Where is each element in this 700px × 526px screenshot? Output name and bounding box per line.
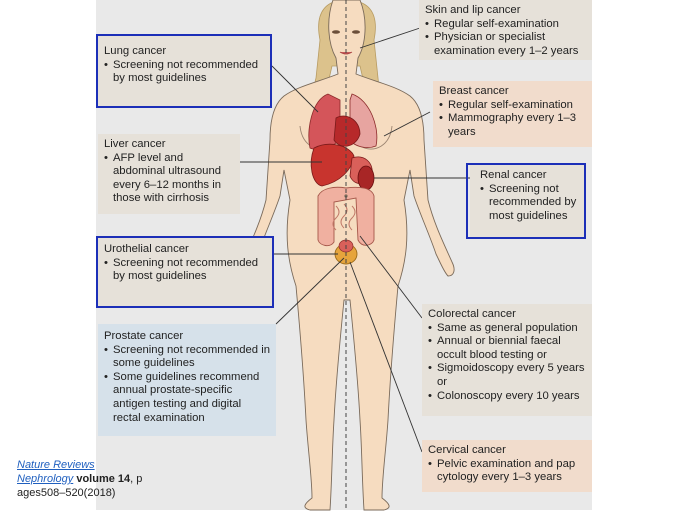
colorectal-item-4: Colonoscopy every 10 years [428, 390, 586, 404]
urothelial-cancer-title: Urothelial cancer [104, 243, 189, 255]
citation-pages-prefix: , p [130, 473, 143, 485]
colorectal-cancer-box: Colorectal cancer Same as general popula… [422, 304, 592, 416]
heart [333, 115, 361, 147]
prostate-connector [275, 257, 345, 325]
urothelial-item-1: Screening not recommended by most guidel… [104, 257, 266, 284]
breast-item-1: Regular self-examination [439, 99, 586, 113]
small-intestine [332, 203, 356, 231]
liver-cancer-box: Liver cancer AFP level and abdominal ult… [98, 134, 240, 214]
renal-cancer-box: Renal cancer Screening not recommended b… [470, 165, 586, 237]
renal-cancer-title: Renal cancer [480, 169, 547, 181]
colorectal-connector [359, 235, 423, 319]
citation-pages: ages508–520(2018) [17, 487, 116, 499]
breast-cancer-box: Breast cancer Regular self-examination M… [433, 81, 592, 147]
colorectal-item-1: Same as general population [428, 322, 586, 336]
colorectal-item-2: Annual or biennial faecal occult blood t… [428, 335, 586, 362]
journal-link-line2[interactable]: Nephrology [17, 473, 74, 485]
cervical-cancer-title: Cervical cancer [428, 444, 506, 456]
breast-cancer-title: Breast cancer [439, 85, 509, 97]
citation: Nature Reviews Nephrology volume 14, p a… [17, 458, 177, 500]
prostate-cancer-box: Prostate cancer Screening not recommende… [98, 324, 276, 436]
colon [317, 186, 375, 247]
renal-highlight-border [466, 163, 586, 239]
urothelial-cancer-box: Urothelial cancer Screening not recommen… [98, 238, 272, 306]
kidney [357, 165, 375, 191]
lung-cancer-box: Lung cancer Screening not recommended by… [98, 36, 270, 106]
colorectal-cancer-title: Colorectal cancer [428, 308, 516, 320]
skin-connector [359, 27, 421, 49]
connector-lines [240, 27, 470, 453]
citation-volume: volume 14 [76, 473, 131, 485]
breast-connector [383, 111, 431, 137]
cervical-cancer-box: Cervical cancer Pelvic examination and p… [422, 440, 592, 492]
lung-connector [271, 65, 319, 113]
liver-cancer-title: Liver cancer [104, 138, 166, 150]
liver-item-1: AFP level and abdominal ultrasound every… [104, 152, 234, 206]
skin-lip-cancer-title: Skin and lip cancer [425, 4, 521, 16]
skin-lip-cancer-box: Skin and lip cancer Regular self-examina… [419, 0, 592, 60]
left-eye [332, 30, 340, 34]
cervical-item-1: Pelvic examination and pap cytology ever… [428, 458, 586, 485]
lung-cancer-title: Lung cancer [104, 45, 167, 57]
prostate-item-2: Some guidelines recommend annual prostat… [104, 371, 270, 425]
lung-highlight-border [96, 34, 272, 108]
urothelial-highlight-border [96, 236, 274, 308]
journal-link-line1[interactable]: Nature Reviews [17, 459, 95, 471]
skin-item-2: Physician or specialist examination ever… [425, 31, 586, 58]
breast-item-2: Mammography every 1–3 years [439, 112, 586, 139]
right-eye [352, 30, 360, 34]
cervical-connector [349, 261, 423, 453]
liver [310, 143, 355, 187]
colorectal-item-3: Sigmoidoscopy every 5 years or [428, 362, 586, 389]
lung-item-1: Screening not recommended by most guidel… [104, 59, 264, 86]
prostate-item-1: Screening not recommended in some guidel… [104, 344, 270, 371]
renal-item-1: Screening not recommended by most guidel… [480, 183, 580, 224]
prostate-cancer-title: Prostate cancer [104, 330, 184, 342]
skin-item-1: Regular self-examination [425, 18, 586, 32]
